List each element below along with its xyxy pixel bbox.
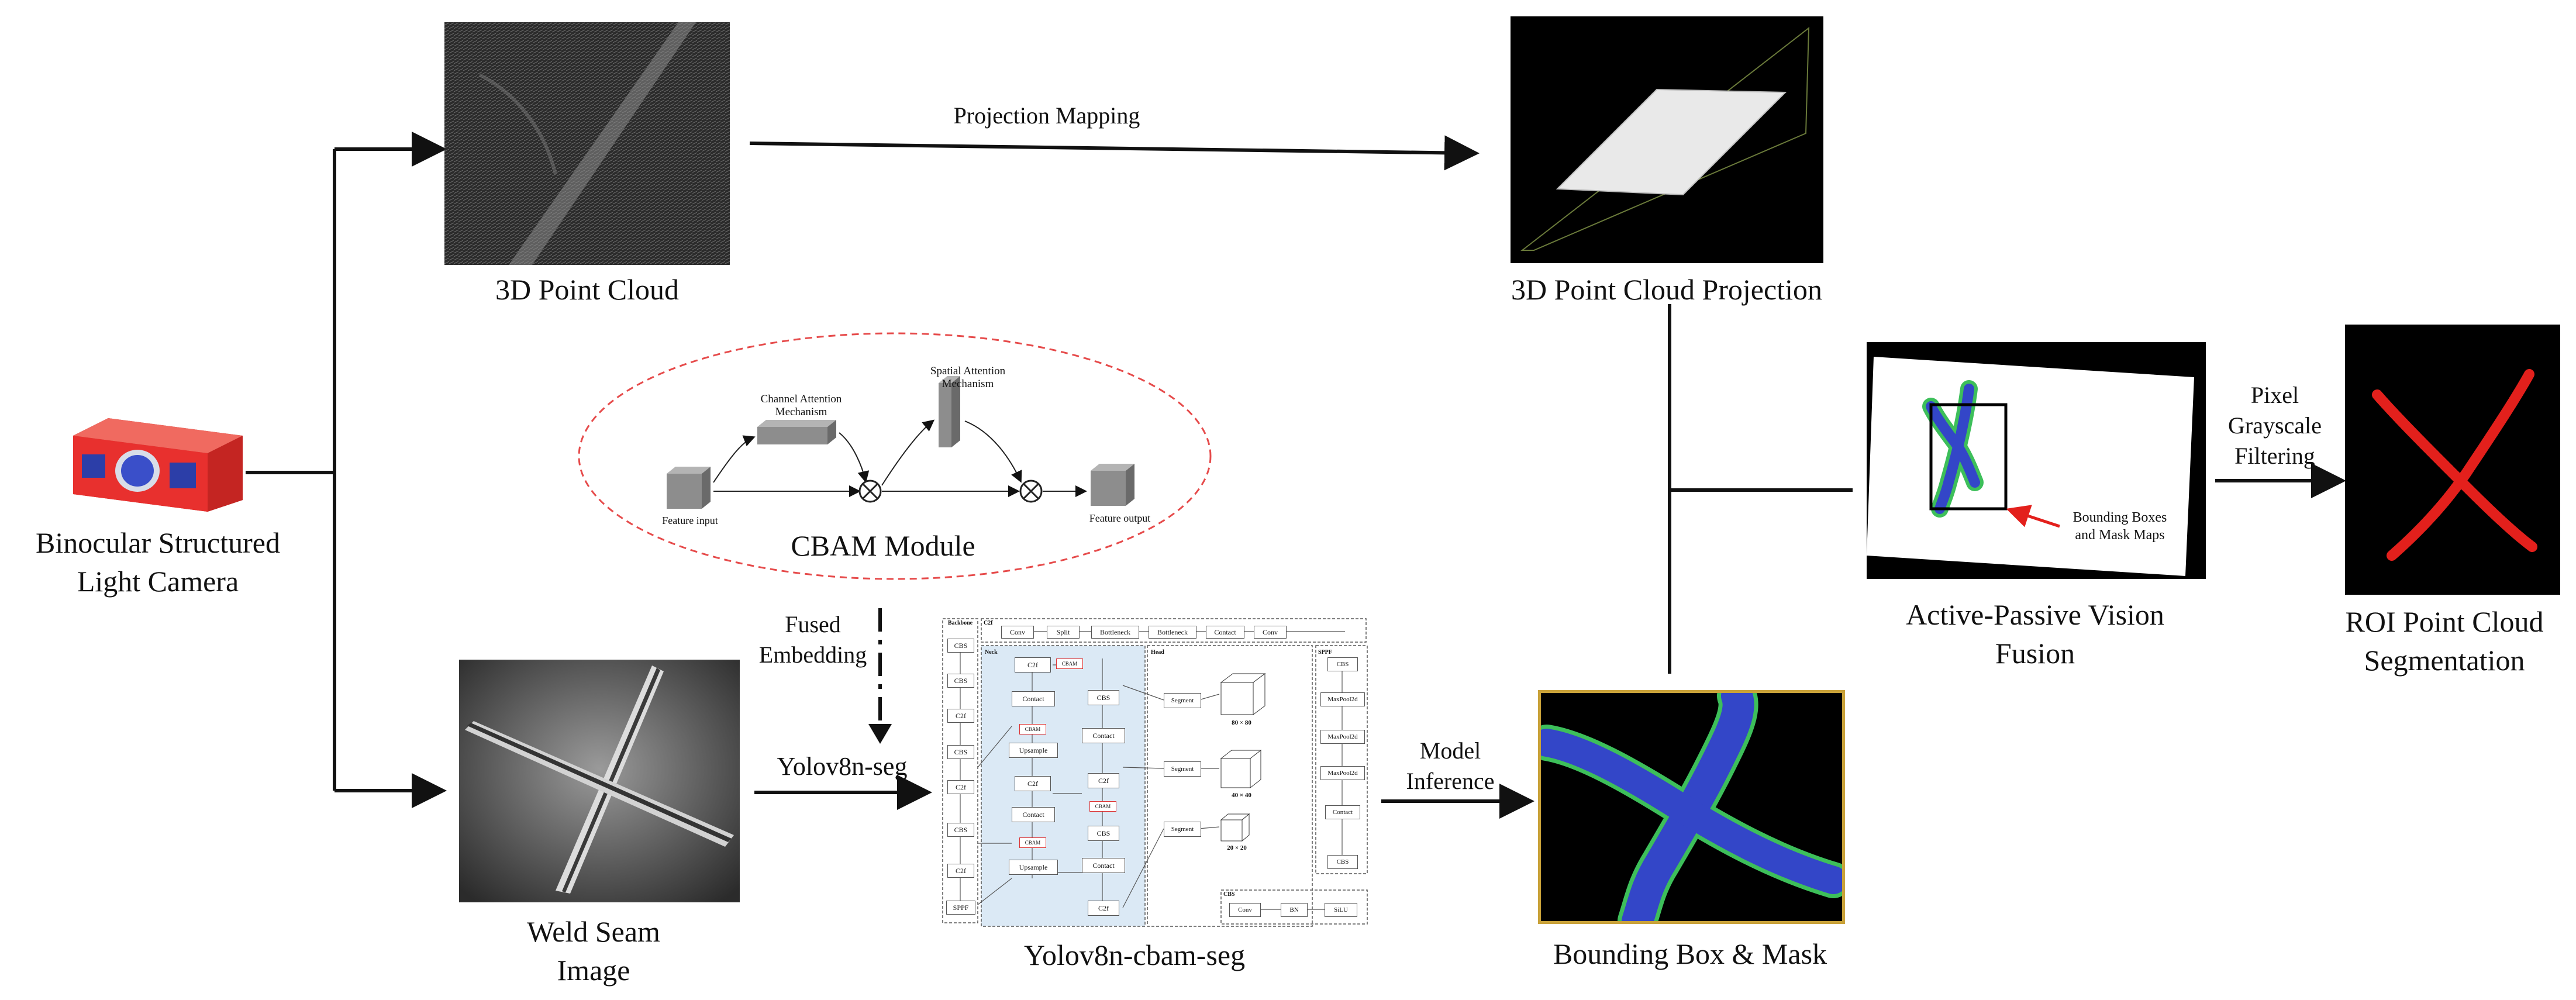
yolo-cbam-seg-label: Yolov8n-cbam-seg: [1023, 939, 1246, 971]
cbs-title: CBS: [1223, 891, 1235, 898]
neck-node: CBS: [1088, 690, 1119, 705]
backbone-node: SPPF: [946, 901, 975, 915]
head-title: Head: [1151, 649, 1164, 656]
neck-node: CBS: [1088, 826, 1119, 841]
weld-seam-image: [459, 660, 740, 902]
bbox-mask-label: Bounding Box & Mask: [1553, 937, 1827, 970]
active-passive-label: Active-Passive Vision Fusion: [1906, 598, 2164, 670]
pixel-filtering-label: Pixel Grayscale Filtering: [2228, 382, 2322, 469]
c2f-node: Bottleneck: [1149, 626, 1196, 639]
segment-node: Segment: [1164, 761, 1201, 777]
channel-attention-bar: [757, 420, 836, 444]
c2f-node: Conv: [1254, 626, 1287, 639]
sppf-node: MaxPool2d: [1320, 692, 1365, 706]
model-inference-label: Model Inference: [1406, 737, 1495, 794]
point-cloud-image: [444, 22, 730, 265]
cbs-node: Conv: [1229, 903, 1261, 917]
backbone-node: C2f: [947, 780, 974, 794]
feature-input-label: Feature input: [662, 515, 718, 526]
active-passive-fusion-image: [1867, 342, 2206, 579]
point-cloud-projection-label: 3D Point Cloud Projection: [1511, 273, 1822, 306]
point-cloud-projection-image: [1511, 16, 1823, 263]
yolo-seg-label: Yolov8n-seg: [777, 752, 908, 781]
point-cloud-label: 3D Point Cloud: [495, 273, 679, 306]
sppf-node: MaxPool2d: [1320, 730, 1365, 744]
projection-mapping-label: Projection Mapping: [953, 102, 1140, 129]
neck-node: Contact: [1082, 728, 1125, 743]
sppf-title: SPPF: [1318, 649, 1332, 656]
cbs-node: SiLU: [1325, 903, 1357, 917]
fused-embedding-label: Fused Embedding: [758, 611, 867, 668]
c2f-title: C2f: [984, 620, 993, 626]
feature-output-cube: [1091, 464, 1134, 506]
camera-label: Binocular Structured Light Camera: [36, 526, 280, 598]
sppf-node: Contact: [1325, 805, 1360, 819]
weld-seam-label: Weld Seam Image: [527, 915, 660, 987]
arrow-projection-mapping: [749, 135, 1480, 171]
roi-segmentation-label: ROI Point Cloud Segmentation: [2345, 605, 2544, 677]
cbam-tag: CBAM: [1056, 658, 1083, 669]
head-size-label: 80 × 80: [1232, 719, 1251, 726]
cbam-module-label: CBAM Module: [791, 529, 975, 562]
backbone-node: C2f: [947, 864, 974, 878]
cbam-tag: CBAM: [1089, 801, 1116, 812]
roi-segmentation-image: [2345, 325, 2560, 595]
c2f-node: Contact: [1206, 626, 1244, 639]
head-size-label: 40 × 40: [1232, 792, 1251, 799]
cbam-tag: CBAM: [1019, 724, 1046, 735]
neck-node: C2f: [1088, 901, 1119, 916]
bbox-mask-image: [1538, 690, 1845, 924]
backbone-node: CBS: [947, 639, 974, 653]
backbone-node: C2f: [947, 709, 974, 723]
sppf-node: MaxPool2d: [1320, 766, 1365, 780]
c2f-node: Conv: [1001, 626, 1034, 639]
backbone-node: CBS: [947, 745, 974, 759]
cbam-tag: CBAM: [1019, 837, 1046, 848]
neck-node: C2f: [1015, 657, 1051, 673]
head-size-label: 20 × 20: [1227, 844, 1247, 851]
cbs-node: BN: [1281, 903, 1308, 917]
neck-node: C2f: [1088, 773, 1119, 788]
feature-output-label: Feature output: [1089, 512, 1151, 524]
feature-input-cube: [667, 467, 711, 509]
neck-node: Contact: [1082, 858, 1125, 873]
backbone-node: CBS: [947, 823, 974, 837]
spatial-attention-bar: [939, 376, 960, 447]
neck-node: Upsample: [1009, 860, 1058, 875]
c2f-node: Split: [1047, 626, 1080, 639]
backbone-title: Backbone: [947, 620, 973, 626]
fused-embedding-arrowhead: [868, 724, 892, 744]
neck-node: Upsample: [1009, 743, 1058, 758]
binocular-camera-icon: [73, 418, 243, 512]
segment-node: Segment: [1164, 693, 1201, 708]
spatial-attention-label: Spatial Attention Mechanism: [930, 365, 1006, 390]
c2f-node: Bottleneck: [1091, 626, 1139, 639]
neck-node: Contact: [1012, 691, 1055, 706]
backbone-node: CBS: [947, 674, 974, 688]
segment-node: Segment: [1164, 822, 1201, 837]
bbox-annotation-label: Bounding Boxes and Mask Maps: [2072, 510, 2167, 543]
neck-node: C2f: [1015, 776, 1051, 791]
sppf-node: CBS: [1327, 657, 1358, 671]
channel-attention-label: Channel Attention Mechanism: [760, 393, 842, 418]
cbam-module-diagram: [578, 332, 1212, 580]
neck-title: Neck: [985, 649, 998, 656]
yolo-cbam-seg-network: Backbone C2f Neck Head SPPF CBS Conv Spl…: [942, 615, 1374, 928]
sppf-node: CBS: [1327, 855, 1358, 869]
neck-node: Contact: [1012, 807, 1055, 822]
